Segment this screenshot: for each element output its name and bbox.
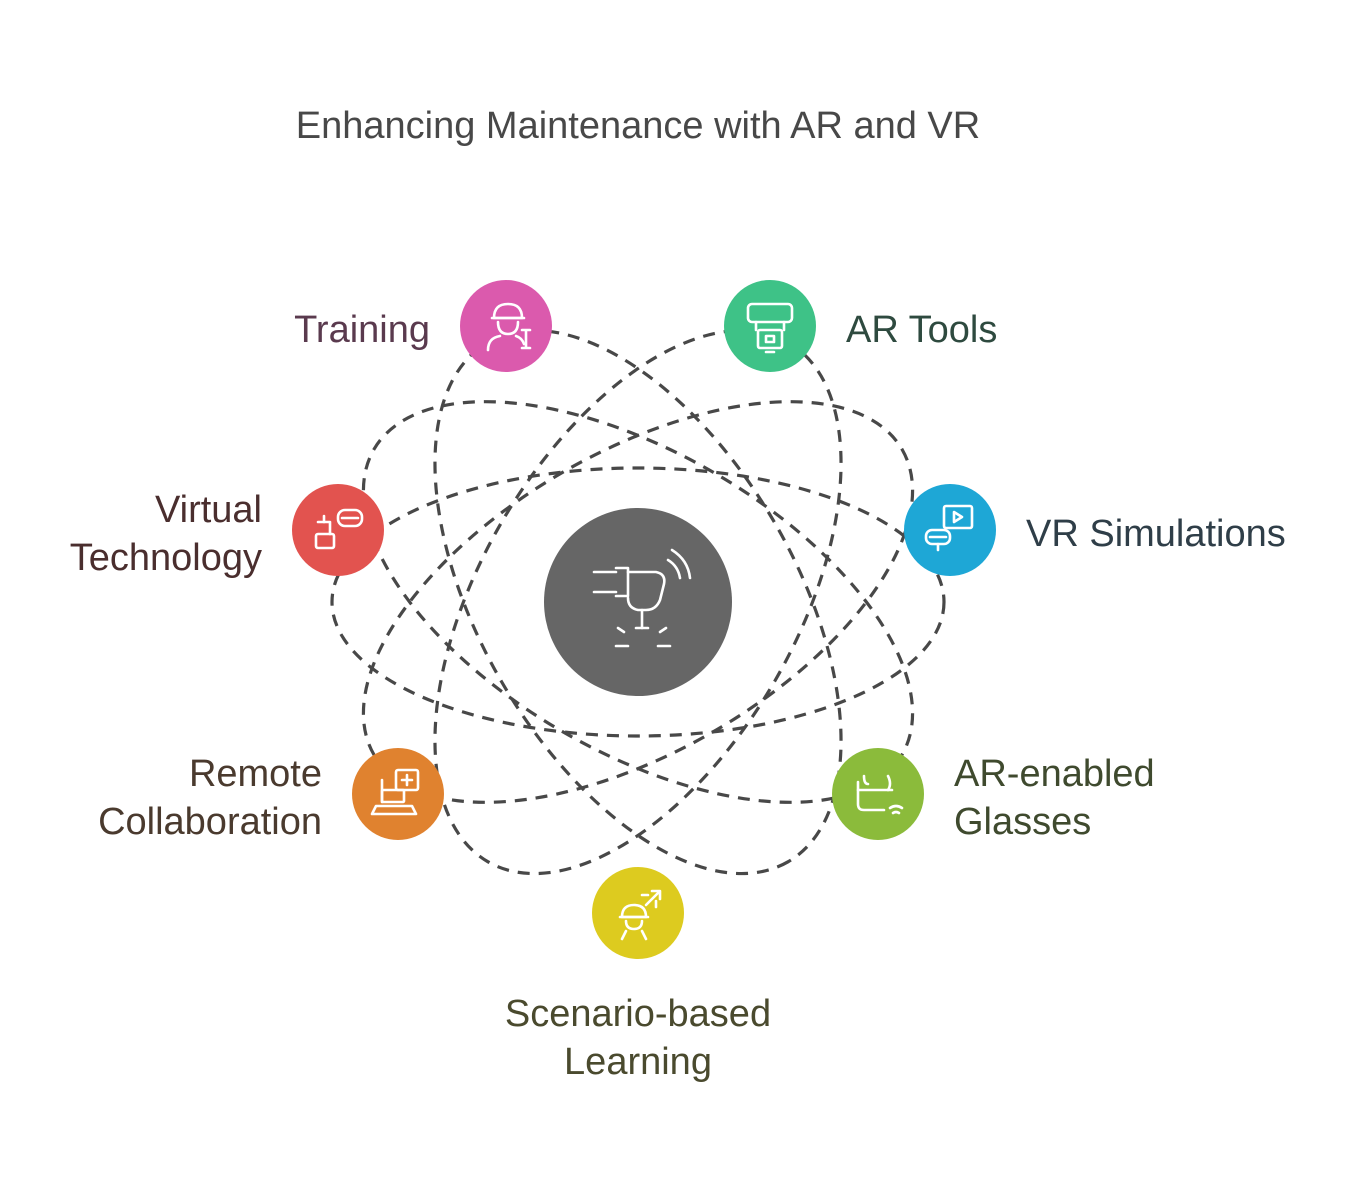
- node-label-line: Scenario-based: [505, 993, 771, 1035]
- laptop-medical-icon: [370, 768, 420, 816]
- node-label-line: AR-enabled: [954, 753, 1155, 795]
- node-label-training: Training: [294, 309, 430, 351]
- orbit-ring-3: [361, 400, 915, 804]
- node-label-line: Learning: [564, 1041, 712, 1083]
- node-label-vr-simulations: VR Simulations: [1026, 513, 1286, 555]
- node-circle-training: [460, 280, 552, 372]
- node-training: Training: [294, 280, 552, 372]
- node-circle-remote-collaboration: [352, 748, 444, 840]
- node-label-line: AR Tools: [846, 309, 997, 351]
- vr-headset-play-icon: [924, 504, 974, 552]
- node-label-line: Technology: [70, 537, 262, 579]
- node-label-line: Remote: [189, 753, 322, 795]
- orbit-ring-2: [361, 400, 915, 804]
- worker-rocket-icon: [618, 889, 662, 941]
- robotic-arm-icon: [592, 548, 692, 648]
- ar-headset-screen-icon: [746, 302, 794, 354]
- node-label-line: Glasses: [954, 801, 1091, 843]
- node-label-line: VR Simulations: [1026, 513, 1286, 555]
- node-label-line: Training: [294, 309, 430, 351]
- node-circle-ar-tools: [724, 280, 816, 372]
- orbit-ring-1: [330, 466, 946, 738]
- node-label-line: Virtual: [155, 489, 262, 531]
- node-circle-scenario-based-learning: [592, 867, 684, 959]
- node-label-ar-tools: AR Tools: [846, 309, 997, 351]
- node-circle-vr-simulations: [904, 484, 996, 576]
- center-circle: [544, 508, 732, 696]
- center-hub: [544, 508, 732, 696]
- node-vr-simulations: VR Simulations: [904, 484, 1286, 576]
- diagram-title: Enhancing Maintenance with AR and VR: [296, 105, 980, 147]
- smart-glasses-wifi-icon: [856, 774, 904, 815]
- node-label-line: Collaboration: [98, 801, 322, 843]
- vr-headset-controller-icon: [314, 508, 364, 550]
- node-circle-ar-enabled-glasses: [832, 748, 924, 840]
- node-list: Training AR Tools VR Simulations AR-enab…: [70, 280, 1286, 1083]
- node-ar-tools: AR Tools: [724, 280, 997, 372]
- node-circle-virtual-technology: [292, 484, 384, 576]
- maintenance-worker-wrench-icon: [486, 302, 532, 352]
